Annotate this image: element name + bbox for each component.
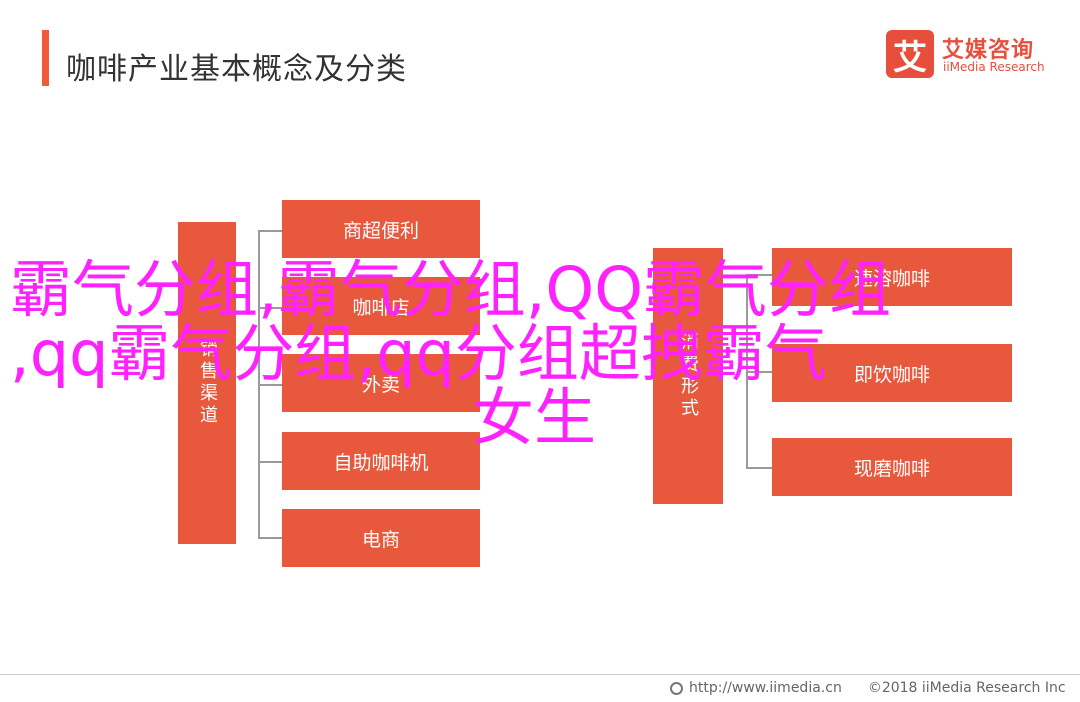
logo-mark: 艾 (886, 30, 934, 78)
footer-url: http://www.iimedia.cn (689, 680, 842, 696)
sales-channel-label: 销售渠道 (197, 339, 218, 427)
left-connector-3 (258, 384, 282, 386)
title-accent-bar (42, 30, 49, 86)
iimedia-logo: 艾 艾媒咨询 iiMedia Research (886, 30, 1066, 80)
channel-box-coffee-shop: 咖啡店 (282, 277, 480, 335)
left-connector-1 (258, 230, 282, 232)
channel-box-ecommerce: 电商 (282, 509, 480, 567)
form-box-ready-to-drink: 即饮咖啡 (772, 344, 1012, 402)
footer-divider (0, 674, 1080, 675)
channel-box-delivery: 外卖 (282, 354, 480, 412)
footer: http://www.iimedia.cn ©2018 iiMedia Rese… (670, 680, 1066, 696)
logo-cn-text: 艾媒咨询 (942, 38, 1035, 63)
logo-en-text: iiMedia Research (943, 60, 1045, 74)
left-connector-4 (258, 461, 282, 463)
right-connector-3 (746, 467, 772, 469)
consumption-form-label: 消费形式 (678, 332, 699, 420)
sales-channel-header: 销售渠道 (178, 222, 236, 544)
consumption-form-header: 消费形式 (653, 248, 723, 504)
right-connector-1 (746, 274, 772, 276)
channel-box-supermarket: 商超便利 (282, 200, 480, 258)
channel-box-vending: 自助咖啡机 (282, 432, 480, 490)
right-connector-2 (746, 371, 772, 373)
page-title: 咖啡产业基本概念及分类 (66, 52, 407, 87)
globe-icon (670, 681, 683, 695)
form-box-instant: 速溶咖啡 (772, 248, 1012, 306)
footer-copyright: ©2018 iiMedia Research Inc (867, 680, 1066, 696)
left-connector-5 (258, 537, 282, 539)
form-box-fresh-ground: 现磨咖啡 (772, 438, 1012, 496)
left-connector-2 (258, 307, 282, 309)
